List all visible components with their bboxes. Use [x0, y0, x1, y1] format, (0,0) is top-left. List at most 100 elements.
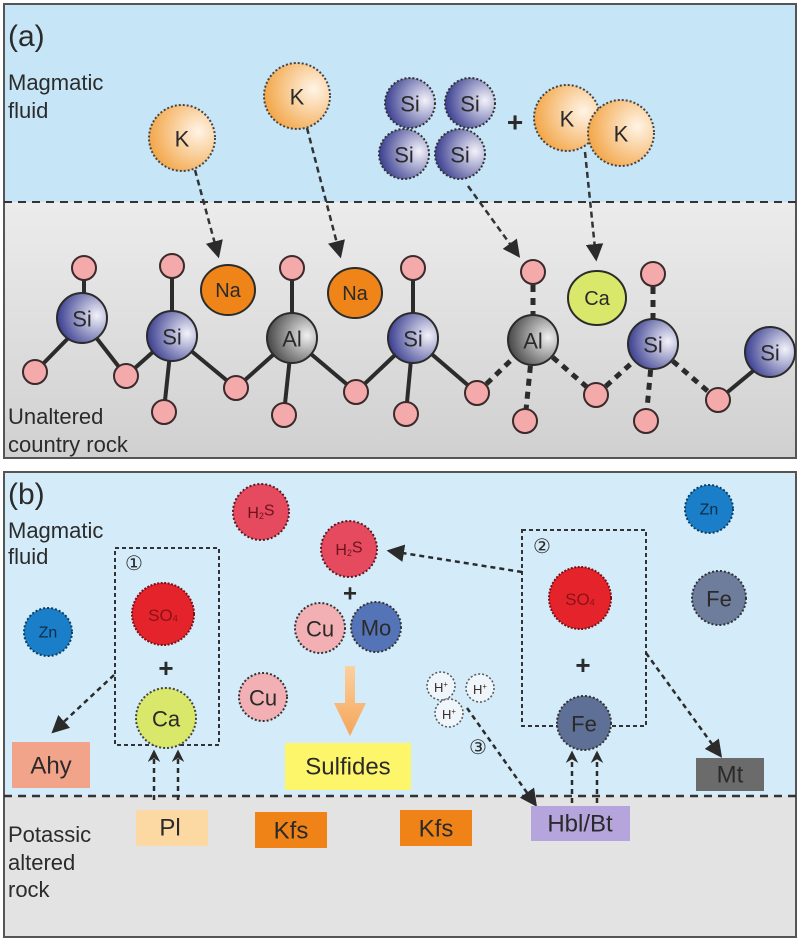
zn-label: Zn [39, 625, 58, 642]
lattice-cation-si-2: Si [146, 310, 198, 362]
lattice-cation-si-1: Si [56, 292, 108, 344]
sulfide-plus: + [343, 581, 357, 608]
sulfide-mo: Mo [350, 601, 402, 653]
oxygen-atom [151, 399, 177, 425]
panel-a-fluid-label-1: Magmatic [8, 70, 103, 95]
arrow-k-to-na-2 [305, 127, 345, 259]
sulfide-cu: Cu [294, 602, 346, 654]
kfs-label: Kfs [274, 818, 309, 845]
fluid-atom-label: Si [394, 143, 414, 168]
ion-label: Ca [584, 288, 610, 310]
panel-a-rock-label-2: country rock [8, 432, 129, 457]
so4-label: SO4 [148, 606, 178, 625]
reaction-arrows-b [51, 544, 723, 807]
panel-b-border [3, 471, 797, 938]
cation-label: Si [760, 341, 780, 366]
ahy-label: Ahy [30, 753, 71, 780]
reaction-2-so4: SO4 [548, 566, 612, 630]
free-cu: Cu [238, 672, 288, 722]
panel-a: (a) Magmatic fluid Unaltered country roc… [3, 3, 797, 459]
oxygen-atom [271, 402, 297, 428]
oxygen-atom [279, 255, 305, 281]
panel-b-rock-label-3: rock [8, 877, 51, 902]
reaction-2-marker: ② [533, 536, 551, 558]
fluid-atom-label: Si [460, 92, 480, 117]
lattice-cation-si-5: Si [744, 326, 796, 378]
exchange-arrows-a [193, 127, 604, 262]
reaction-1-plus: + [158, 653, 173, 683]
arrow-k-to-ca [583, 151, 604, 262]
fluid-atom-si-3: Si [378, 128, 430, 180]
fluid-atom-label: K [175, 127, 190, 152]
arrow-protons-to-hbl [465, 707, 538, 807]
free-zn-2: Zn [684, 484, 734, 534]
reaction-2-plus: + [575, 650, 590, 680]
free-fe: Fe [691, 570, 747, 626]
panel-b-tag: (b) [8, 478, 45, 511]
arrow-box1-to-ahy [51, 674, 115, 734]
fluid-atom-k-2: K [263, 62, 331, 130]
fluid-atom-label: Si [450, 143, 470, 168]
pl-label: Pl [159, 815, 180, 842]
cation-label: Si [643, 333, 663, 358]
oxygen-atom [633, 408, 659, 434]
ca-label: Ca [152, 707, 181, 732]
fluid-atom-label: K [614, 122, 629, 147]
fluid-atom-k-1: K [148, 104, 216, 172]
lattice-cation-si-4: Si [627, 318, 679, 370]
oxygen-atom [343, 379, 369, 405]
mineral-hbl-bt: Hbl/Bt [531, 806, 630, 841]
arrow-si-to-al [466, 185, 521, 258]
oxygen-atom [640, 261, 666, 287]
panel-b: (b) Magmatic fluid Potassic altered rock… [3, 471, 797, 938]
mineral-kfs-1: Kfs [255, 812, 327, 848]
fluid-atom-label: K [290, 85, 305, 110]
reaction-3-marker: ③ [469, 737, 487, 759]
mt-label: Mt [717, 762, 744, 789]
free-zn-1: Zn [23, 607, 73, 657]
oxygen-atom [71, 255, 97, 281]
ion-label: Na [215, 280, 241, 302]
ion-ca: Ca [567, 270, 627, 326]
oxygen-atom [705, 387, 731, 413]
h2s-label: H2S [335, 539, 362, 559]
product-sulfides: Sulfides [285, 743, 411, 790]
fluid-atom-si-2: Si [444, 77, 496, 129]
panel-b-fluid-label-1: Magmatic [8, 518, 103, 543]
cation-label: Si [72, 307, 92, 332]
reaction-1-ca: Ca [135, 687, 197, 749]
lattice-cation-al-1: Al [266, 312, 318, 364]
proton-label: H+ [473, 681, 487, 696]
oxygen-atoms [22, 253, 731, 434]
oxygen-atom [520, 259, 546, 285]
oxygen-atom [400, 255, 426, 281]
fe-label: Fe [706, 587, 732, 612]
panel-b-rock-label-1: Potassic [8, 822, 91, 847]
fluid-atom-si-4: Si [434, 128, 486, 180]
panel-a-rock-label-1: Unaltered [8, 404, 103, 429]
hbl-bt-label: Hbl/Bt [547, 811, 613, 838]
zn-label: Zn [700, 502, 719, 519]
arrow-k-to-na-1 [193, 169, 223, 259]
panel-a-border [3, 3, 797, 459]
panel-a-tag: (a) [8, 20, 45, 53]
lattice-cation-al-2: Al [507, 314, 559, 366]
reaction-1-so4: SO4 [131, 582, 195, 646]
free-h2s-1: H2S [232, 483, 290, 541]
panel-a-fluid-label-2: fluid [8, 98, 48, 123]
mineral-pl: Pl [136, 810, 208, 846]
cation-label: Si [162, 325, 182, 350]
product-mt: Mt [696, 758, 764, 791]
kfs-label: Kfs [419, 816, 454, 843]
proton-3: H+ [434, 698, 464, 728]
lattice-cation-si-3: Si [387, 312, 439, 364]
ion-label: Na [342, 283, 368, 305]
sulfides-label: Sulfides [305, 754, 390, 781]
fluid-atom-si-1: Si [384, 77, 436, 129]
plus-sign-a: + [507, 107, 523, 138]
fluid-atom-k-4: K [587, 99, 655, 167]
sulfide-h2s: H2S [320, 520, 378, 578]
oxygen-atom [223, 375, 249, 401]
cu-label: Cu [249, 686, 277, 711]
oxygen-atom [22, 359, 48, 385]
